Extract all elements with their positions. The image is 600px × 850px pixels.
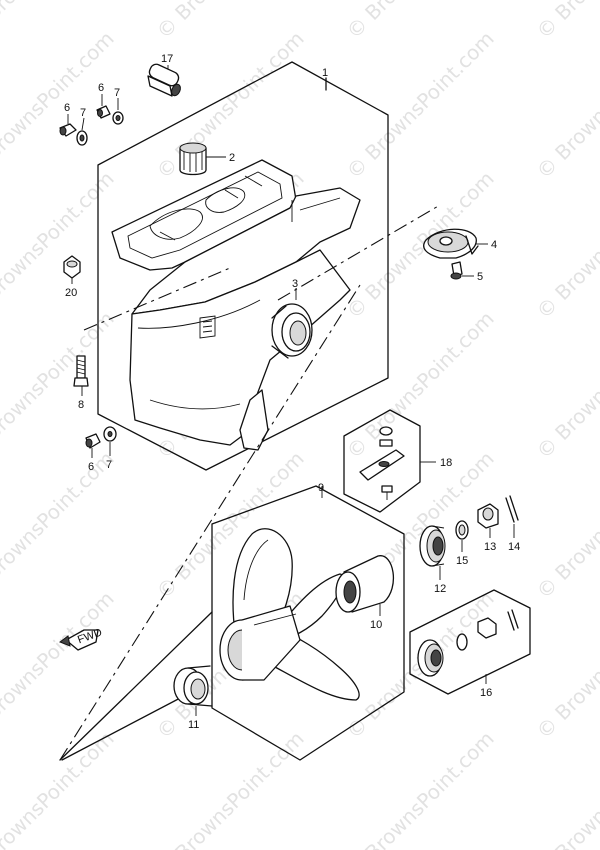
watermark-text-7: © BrownsPoint.com bbox=[342, 26, 499, 183]
watermark-text-33: © BrownsPoint.com bbox=[532, 726, 600, 850]
callout-8: 8 bbox=[78, 399, 84, 411]
watermark-text-10: © BrownsPoint.com bbox=[0, 166, 119, 323]
part-17-bushing[interactable] bbox=[147, 62, 182, 97]
callout-6b: 6 bbox=[98, 82, 104, 94]
part-11-thrust-washer[interactable] bbox=[173, 665, 213, 716]
watermark-text-15: © BrownsPoint.com bbox=[0, 306, 119, 463]
callout-3: 3 bbox=[292, 278, 298, 290]
callout-13: 13 bbox=[484, 541, 496, 553]
watermark-text-23: © BrownsPoint.com bbox=[532, 446, 600, 603]
part-7-washer-top-left[interactable] bbox=[76, 117, 88, 146]
callout-7b: 7 bbox=[114, 87, 120, 99]
callout-18: 18 bbox=[440, 457, 452, 469]
callout-6a: 6 bbox=[64, 102, 70, 114]
part-7-washer-bottom[interactable] bbox=[103, 426, 117, 456]
part-5-bolt[interactable] bbox=[450, 261, 474, 280]
part-10-bushing[interactable] bbox=[335, 555, 394, 616]
watermark-text-5: © BrownsPoint.com bbox=[0, 26, 119, 183]
watermark-text-31: © BrownsPoint.com bbox=[152, 726, 309, 850]
part-3-bearing[interactable] bbox=[271, 288, 313, 359]
part-6-bolt-bottom[interactable] bbox=[85, 433, 101, 458]
callout-15: 15 bbox=[456, 555, 468, 567]
part-14-cotter-pin[interactable] bbox=[505, 495, 519, 538]
part-12-spacer[interactable] bbox=[419, 525, 446, 580]
part-13-nut[interactable] bbox=[477, 503, 499, 538]
callout-20: 20 bbox=[65, 287, 77, 299]
callout-1: 1 bbox=[322, 67, 328, 79]
watermark-text-8: © BrownsPoint.com bbox=[532, 26, 600, 183]
callout-5: 5 bbox=[477, 271, 483, 283]
callout-12: 12 bbox=[434, 583, 446, 595]
part-4-anode[interactable] bbox=[423, 228, 488, 259]
part-6-bolt-top[interactable] bbox=[96, 94, 111, 119]
callout-11: 11 bbox=[188, 719, 199, 731]
callout-16: 16 bbox=[480, 687, 492, 699]
watermark-text-13: © BrownsPoint.com bbox=[532, 166, 600, 323]
watermark-text-20: © BrownsPoint.com bbox=[0, 446, 119, 603]
part-16-kit-frame[interactable] bbox=[409, 589, 531, 695]
callout-7a: 7 bbox=[80, 107, 86, 119]
propeller-group-frame bbox=[59, 485, 405, 761]
part-8-stud[interactable] bbox=[73, 355, 89, 396]
part-2-sleeve[interactable] bbox=[179, 142, 226, 176]
callout-labels: 1 2 3 4 5 6 6 6 7 7 7 8 9 10 11 12 13 14… bbox=[64, 53, 520, 731]
part-20-nut[interactable] bbox=[63, 255, 81, 284]
part-6-bolt-top-left[interactable] bbox=[59, 114, 77, 137]
part-7-washer-top[interactable] bbox=[112, 98, 124, 125]
callout-17: 17 bbox=[161, 53, 173, 65]
watermark-text-28: © BrownsPoint.com bbox=[532, 586, 600, 743]
watermark-text-3: © BrownsPoint.com bbox=[532, 0, 600, 44]
callout-9: 9 bbox=[318, 482, 324, 494]
watermark-text-32: © BrownsPoint.com bbox=[342, 726, 499, 850]
callout-14: 14 bbox=[508, 541, 520, 553]
watermark-text-30: © BrownsPoint.com bbox=[0, 726, 119, 850]
callout-4: 4 bbox=[491, 239, 497, 251]
gear-case-housing[interactable] bbox=[59, 159, 441, 761]
callout-7c: 7 bbox=[106, 459, 112, 471]
callout-6c: 6 bbox=[88, 461, 94, 473]
propeller[interactable] bbox=[219, 528, 360, 701]
gear-case-group-frame bbox=[97, 61, 389, 471]
callout-2: 2 bbox=[229, 152, 235, 164]
watermark-text-18: © BrownsPoint.com bbox=[532, 306, 600, 463]
part-18-kit-frame[interactable] bbox=[343, 409, 436, 513]
callout-10: 10 bbox=[370, 619, 382, 631]
part-15-washer[interactable] bbox=[455, 520, 469, 552]
